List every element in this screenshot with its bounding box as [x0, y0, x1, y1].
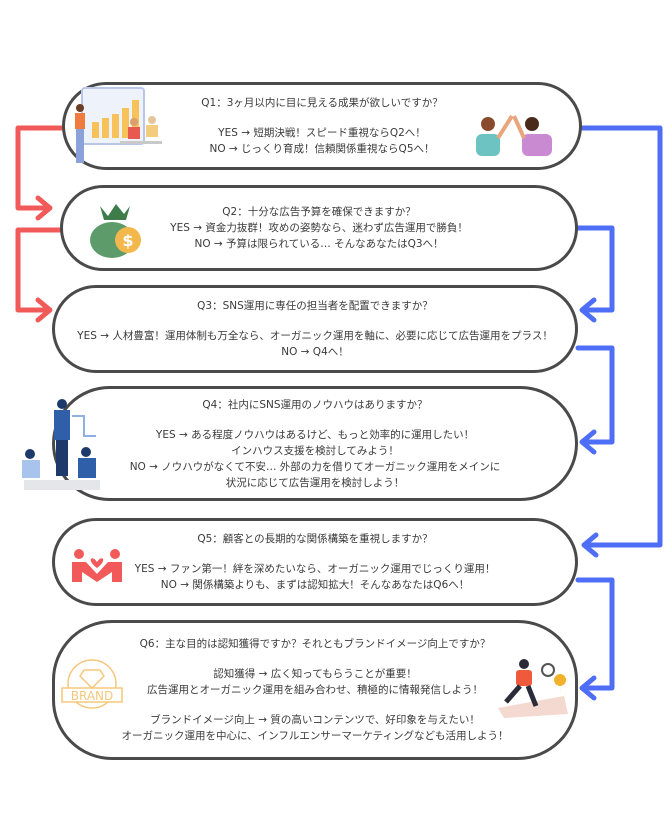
no-arrow-q2-q3	[575, 225, 615, 313]
answer-yes: YES → ある程度ノウハウはあるけど、もっと効率的に運用したい！	[155, 428, 475, 441]
answer-brand: ブランドイメージ向上 → 質の高いコンテンツで、好印象を与えたい！	[150, 714, 480, 726]
svg-text:$: $	[122, 231, 133, 250]
question-text: Q6：主な目的は認知獲得ですか？それともブランドイメージ向上ですか？	[139, 638, 491, 650]
answer-awareness-2: 広告運用とオーガニック運用を組み合わせ、積極的に情報発信しよう！	[147, 684, 483, 696]
answer-no-2: 状況に応じて広告運用を検討しよう！	[225, 476, 405, 489]
question-text: Q5：顧客との長期的な関係構築を重視しますか？	[197, 533, 433, 545]
question-box-q5: Q5：顧客との長期的な関係構築を重視しますか？ YES → ファン第一！絆を深め…	[52, 518, 578, 606]
relationship-icon	[72, 549, 122, 582]
no-arrow-q1-q5	[579, 125, 663, 548]
question-text: Q1：3ヶ月以内に目に見える成果が欲しいですか？	[201, 97, 443, 109]
question-text: Q2：十分な広告予算を確保できますか？	[222, 206, 416, 218]
no-arrow-q5-q6	[575, 577, 615, 691]
answer-yes-2: インハウス支援を検討してみよう！	[231, 444, 399, 457]
yes-arrow-q2-q3	[15, 227, 65, 313]
answer-awareness: 認知獲得 → 広く知ってもらうことが重要！	[213, 668, 417, 680]
no-arrow-q3-q4	[575, 345, 615, 445]
answer-no: NO → 関係構築よりも、まずは認知拡大！そんなあなたはQ6へ！	[160, 579, 470, 591]
answer-no: NO → ノウハウがなくて不安… 外部の力を借りてオーガニック運用をメインに	[129, 460, 501, 473]
money-bag-icon: $	[90, 204, 141, 258]
answer-yes: YES → 人材豊富！運用体制も万全なら、オーガニック運用を軸に、必要に応じて広…	[77, 330, 553, 342]
answer-yes: YES → 資金力抜群！攻めの姿勢なら、迷わず広告運用で勝負！	[170, 222, 468, 234]
question-box-q3: Q3：SNS運用に専任の担当者を配置できますか？ YES → 人材豊富！運用体制…	[52, 285, 578, 373]
high-five-illustration	[476, 114, 552, 156]
presentation-chart-illustration	[75, 87, 162, 163]
search-runner-illustration	[498, 659, 568, 718]
answer-no: NO → Q4へ！	[281, 346, 349, 358]
question-text: Q4：社内にSNS運用のノウハウはありますか？	[202, 398, 428, 411]
brand-logo-icon: BRAND	[61, 659, 123, 709]
answer-yes: YES → ファン第一！絆を深めたいなら、オーガニック運用でじっくり運用！	[134, 563, 496, 575]
yes-arrow-q1-q2	[15, 125, 65, 211]
question-box-q4: Q4：社内にSNS運用のノウハウはありますか？ YES → ある程度ノウハウはあ…	[52, 386, 578, 501]
question-text: Q3：SNS運用に専任の担当者を配置できますか？	[197, 300, 433, 312]
answer-brand-2: オーガニック運用を中心に、インフルエンサーマーケティングなども活用しよう！	[121, 730, 509, 742]
brand-logo-text: BRAND	[71, 689, 114, 703]
answer-no: NO → 予算は限られている… そんなあなたはQ3へ！	[194, 238, 444, 250]
answer-yes: YES → 短期決戦！スピード重視ならQ2へ！	[218, 127, 426, 139]
question-box-q2: Q2：十分な広告予算を確保できますか？ YES → 資金力抜群！攻めの姿勢なら、…	[60, 185, 578, 271]
team-illustration	[22, 399, 100, 490]
question-box-q6: Q6：主な目的は認知獲得ですか？それともブランドイメージ向上ですか？ 認知獲得 …	[52, 620, 578, 760]
answer-no: NO → じっくり育成！信頼関係重視ならQ5へ！	[209, 143, 435, 155]
